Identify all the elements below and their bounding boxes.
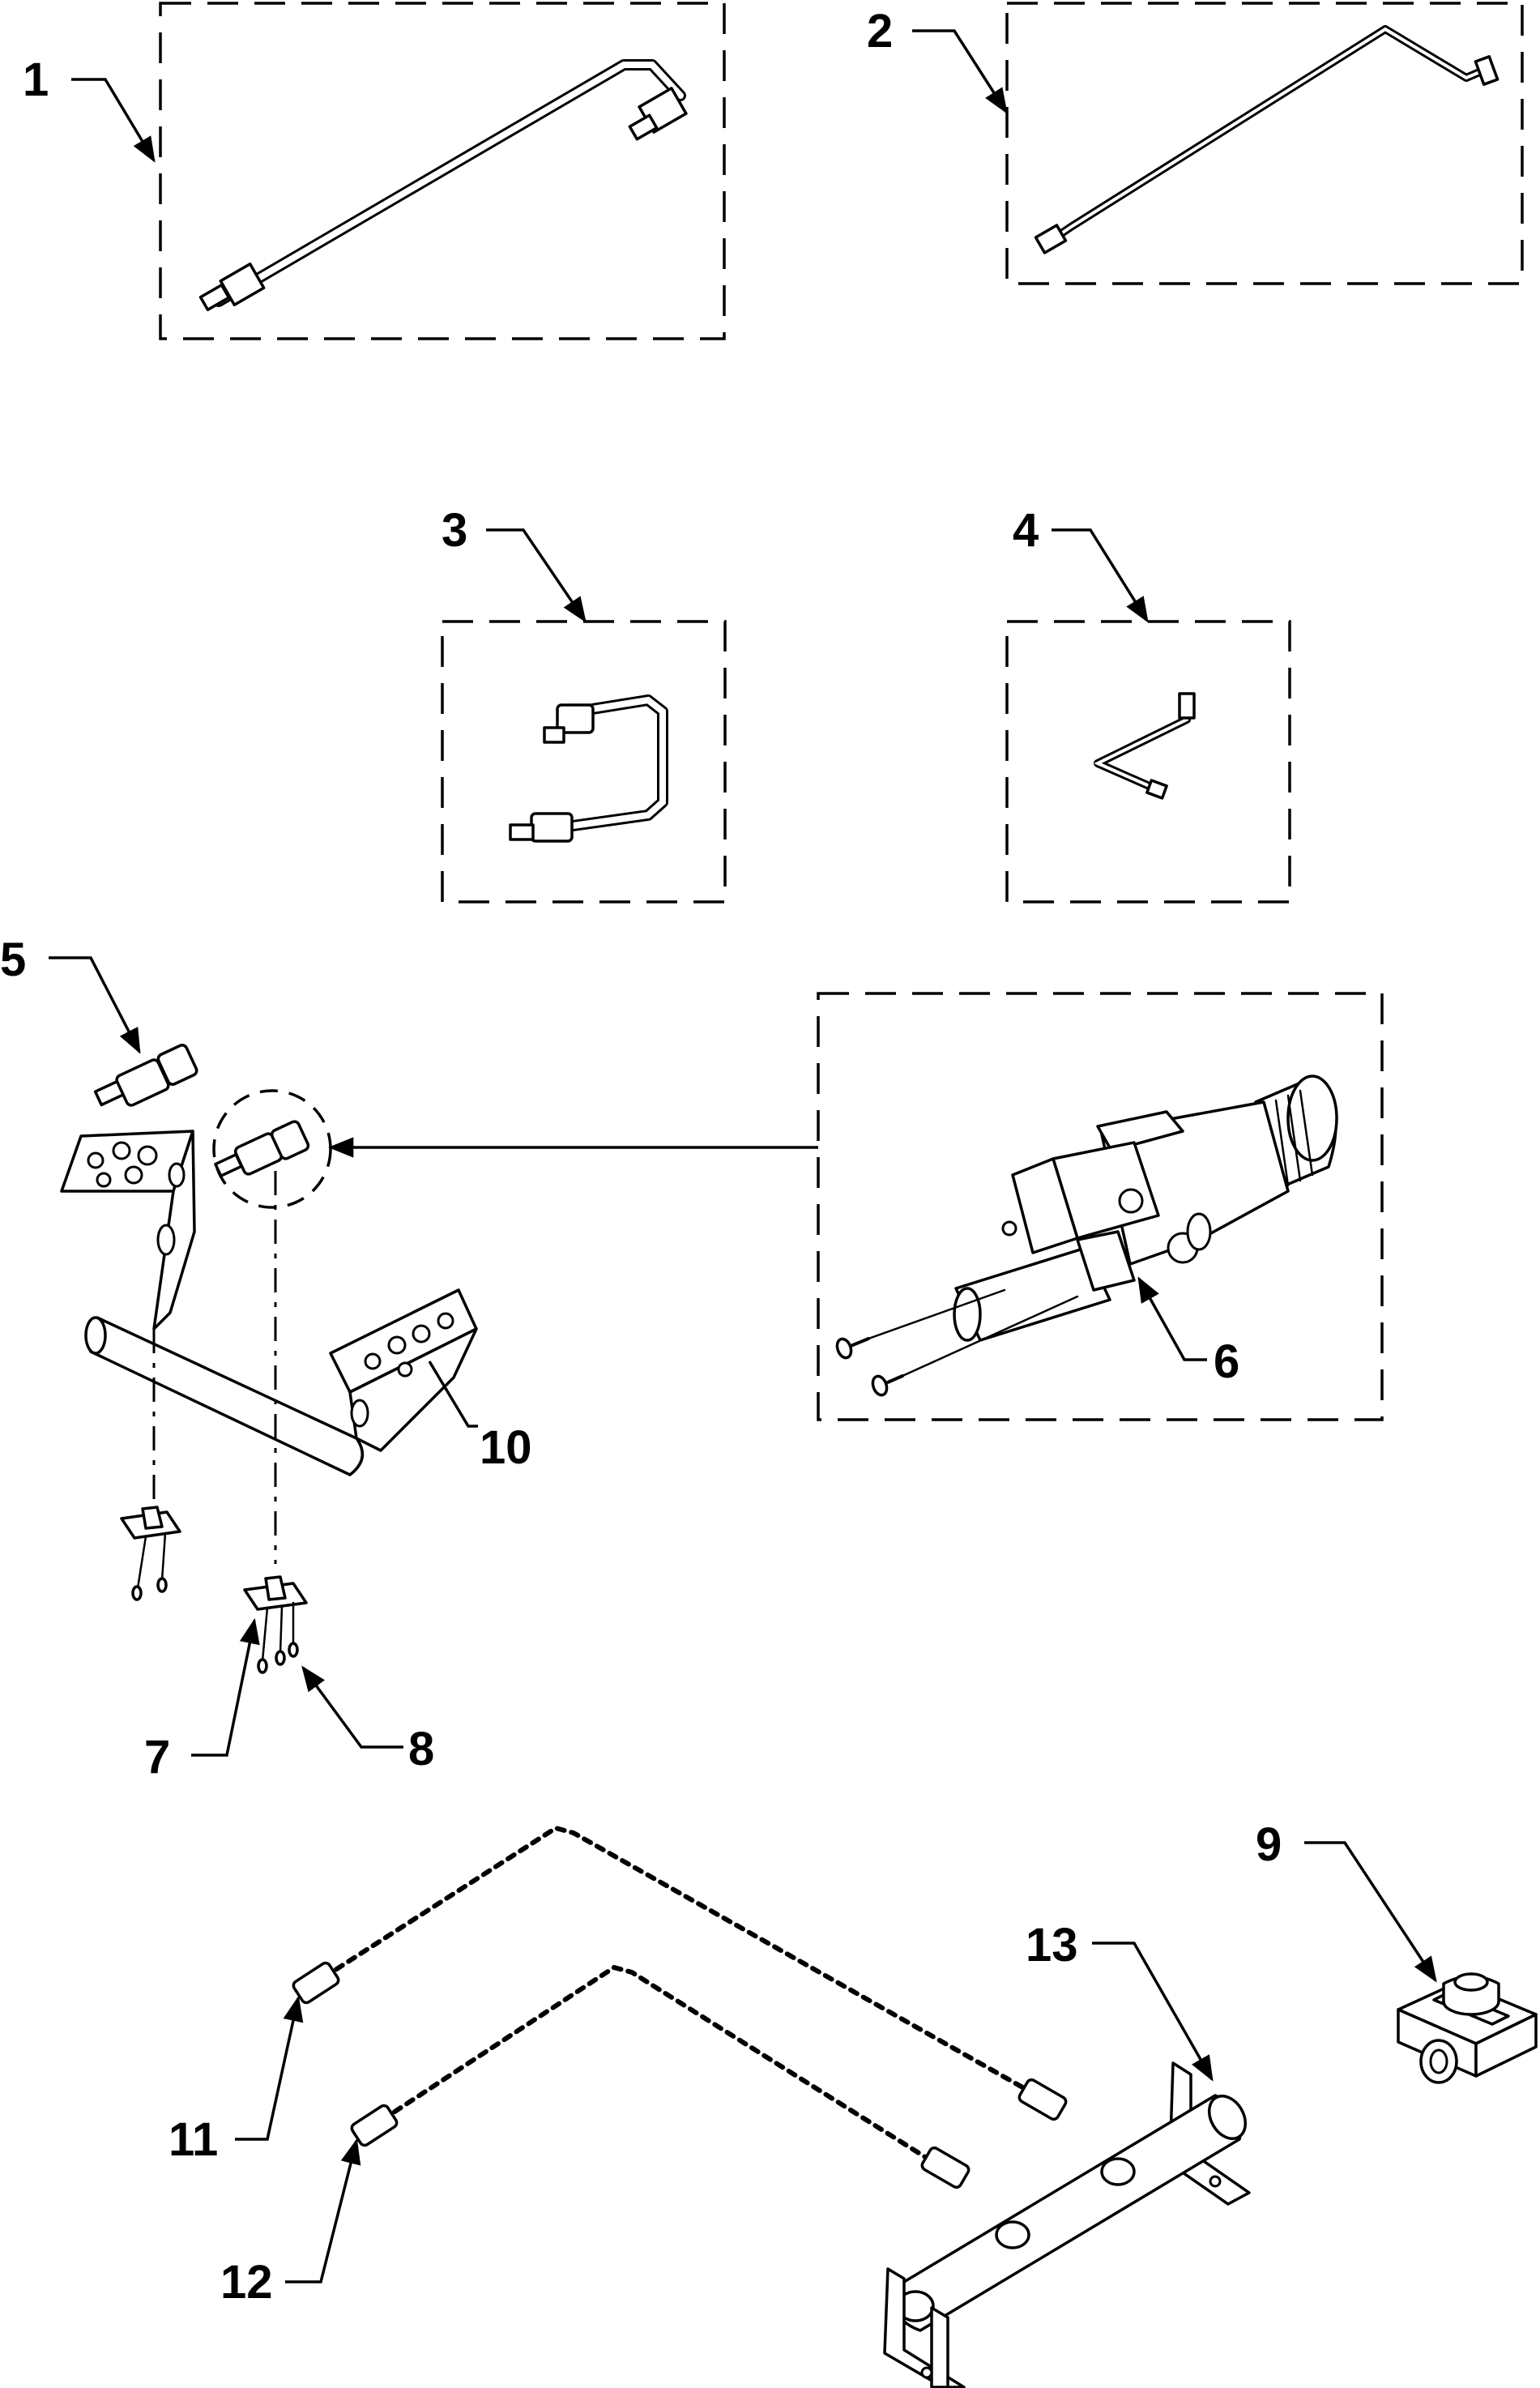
part-11-group: 11 <box>169 1825 1068 2166</box>
part-8-leader <box>301 1665 403 1749</box>
callout-4: 4 <box>1013 504 1039 557</box>
callout-7: 7 <box>144 1731 170 1784</box>
part-10-bracket[interactable] <box>60 1130 478 1476</box>
part-6-valve[interactable] <box>834 1074 1338 1397</box>
part-3-tube[interactable] <box>509 694 668 843</box>
part-9-regulator[interactable] <box>1397 1972 1538 2084</box>
part-3-box <box>441 620 727 904</box>
part-13-group: 13 <box>883 1919 1252 2388</box>
part-7-leader <box>191 1617 260 1757</box>
callout-6: 6 <box>1214 1335 1239 1388</box>
part-6-leader <box>1137 1276 1207 1361</box>
part-13-manifold[interactable] <box>883 2061 1252 2388</box>
part-11-leader <box>235 1995 304 2141</box>
part-10-group: 10 <box>60 1089 818 1564</box>
part-2-tube[interactable] <box>1034 25 1499 254</box>
part-12-hose[interactable] <box>350 1964 970 2189</box>
callout-2: 2 <box>867 5 893 58</box>
callout-12: 12 <box>220 2256 273 2309</box>
part-5-orifice[interactable] <box>93 1044 198 1107</box>
part-1-group: 1 <box>23 2 726 340</box>
part-1-leader <box>71 78 156 163</box>
part-6-group: 6 <box>817 992 1384 1421</box>
part-1-tube[interactable] <box>198 59 688 312</box>
callout-11: 11 <box>169 2113 218 2166</box>
part-10-leader <box>428 1361 478 1428</box>
part-7-8-group: 7 8 <box>120 1506 434 1784</box>
part-12-group: 12 <box>220 1964 970 2309</box>
part-2-group: 2 <box>867 2 1524 285</box>
part-4-tube[interactable] <box>1094 692 1196 800</box>
callout-5: 5 <box>0 933 26 986</box>
callout-1: 1 <box>23 53 49 106</box>
callout-8: 8 <box>408 1723 434 1775</box>
part-9-leader <box>1304 1841 1437 1983</box>
part-1-box <box>159 2 726 340</box>
callout-10: 10 <box>480 1421 532 1474</box>
callout-9: 9 <box>1256 1818 1282 1871</box>
part-6-box <box>817 992 1384 1421</box>
part-12-leader <box>285 2138 361 2283</box>
part-5-group: 5 <box>0 933 198 1107</box>
detail-orifice <box>214 1120 310 1177</box>
part-13-leader <box>1092 1942 1214 2082</box>
part-8-electrode-wires[interactable] <box>257 1601 299 1674</box>
part-7-electrode-bracket[interactable] <box>243 1575 308 1611</box>
callout-3: 3 <box>442 504 467 557</box>
part-9-group: 9 <box>1256 1818 1538 2084</box>
part-2-leader <box>912 29 1008 114</box>
part-4-leader <box>1052 528 1149 623</box>
part-5-leader <box>49 956 141 1054</box>
part-3-leader <box>486 528 587 623</box>
part-11-hose[interactable] <box>292 1825 1068 2121</box>
electrode-left[interactable] <box>120 1506 181 1601</box>
part-4-box <box>1005 620 1291 904</box>
part-2-box <box>1005 2 1524 285</box>
part-4-group: 4 <box>1005 504 1291 904</box>
callout-13: 13 <box>1026 1919 1078 1971</box>
part-3-group: 3 <box>441 504 727 904</box>
